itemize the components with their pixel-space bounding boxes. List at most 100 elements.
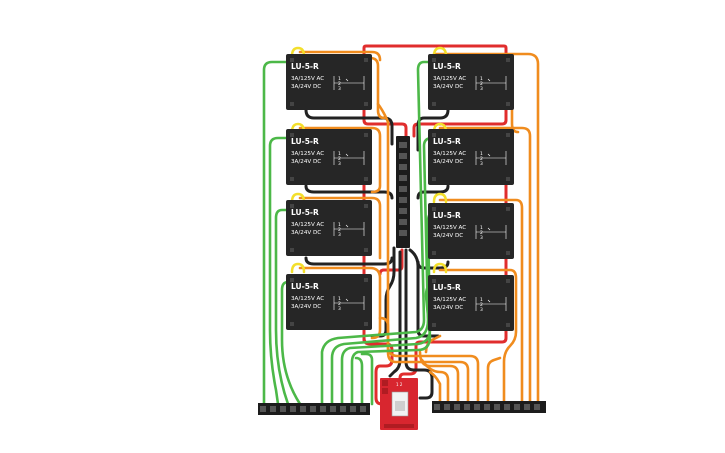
relay-pin-pad xyxy=(506,323,510,327)
relay-spec-ac: 3A/125V AC xyxy=(433,297,466,303)
header-pin xyxy=(280,406,286,412)
relay-title: LU-5-R xyxy=(433,137,461,146)
bottom-left-header xyxy=(258,403,370,415)
relay-pin-pad xyxy=(506,58,510,62)
header-pin xyxy=(260,406,266,412)
bottom-right-header xyxy=(432,401,546,413)
relay-pin-label: 1 xyxy=(480,76,483,82)
relay-pin-label: 2 xyxy=(338,301,341,307)
relay-pin-pad xyxy=(364,278,368,282)
header-pin xyxy=(290,406,296,412)
relay-pin-pad xyxy=(290,248,294,252)
relay-contact-symbol xyxy=(333,151,365,165)
relay-spec-dc: 3A/24V DC xyxy=(291,159,321,165)
orange-wires xyxy=(298,50,540,406)
relay-pin-label: 3 xyxy=(480,235,483,241)
relay-contact-symbol xyxy=(475,297,507,311)
header-pin xyxy=(360,406,366,412)
relay-pin-label: 3 xyxy=(480,161,483,167)
relay-pin-pad xyxy=(432,102,436,106)
relay-pin-label: 1 xyxy=(338,151,341,157)
relay-spec-dc: 3A/24V DC xyxy=(433,84,463,90)
relay-pin-pad xyxy=(506,251,510,255)
power-board: 1 2 xyxy=(380,378,418,430)
relay-pin-label: 3 xyxy=(338,161,341,167)
relay-title: LU-5-R xyxy=(433,211,461,220)
relay-pin-label: 2 xyxy=(480,156,483,162)
relay-pin-pad xyxy=(364,204,368,208)
relay-pin-label: 2 xyxy=(480,81,483,87)
relay-spec-ac: 3A/125V AC xyxy=(433,225,466,231)
relay-pin-label: 2 xyxy=(338,156,341,162)
relay-pin-pad xyxy=(290,102,294,106)
relay-pin-pad xyxy=(290,58,294,62)
relay-contact-symbol xyxy=(475,225,507,239)
relay-title: LU-5-R xyxy=(291,282,319,291)
relay-contact-symbol xyxy=(475,151,507,165)
relay-contact-symbol xyxy=(333,76,365,90)
relay-pin-pad xyxy=(364,248,368,252)
header-pin xyxy=(310,406,316,412)
relay-spec-dc: 3A/24V DC xyxy=(433,159,463,165)
relay-title: LU-5-R xyxy=(291,208,319,217)
relay-title: LU-5-R xyxy=(291,137,319,146)
relay-pin-pad xyxy=(290,177,294,181)
relay-pin-pad xyxy=(290,322,294,326)
relay-pin-pad xyxy=(432,133,436,137)
header-pin xyxy=(524,404,530,410)
header-pin xyxy=(300,406,306,412)
relay-pin-pad xyxy=(506,207,510,211)
relay-pin-label: 1 xyxy=(338,222,341,228)
relay-pin-pad xyxy=(506,177,510,181)
yellow-jumpers xyxy=(290,46,448,274)
relay-pin-label: 2 xyxy=(480,230,483,236)
relay-body xyxy=(286,54,372,110)
relay-title: LU-5-R xyxy=(433,62,461,71)
relay-pin-label: 1 xyxy=(480,297,483,303)
header-pin xyxy=(504,404,510,410)
relay-body xyxy=(428,54,514,110)
header-pin xyxy=(534,404,540,410)
relay-pin-pad xyxy=(432,323,436,327)
header-pin xyxy=(474,404,480,410)
relay-spec-dc: 3A/24V DC xyxy=(291,84,321,90)
relay-pin-label: 3 xyxy=(338,306,341,312)
relay-spec-dc: 3A/24V DC xyxy=(291,304,321,310)
header-pin xyxy=(514,404,520,410)
green-wires xyxy=(262,60,434,406)
relay-spec-ac: 3A/125V AC xyxy=(291,222,324,228)
relay-pin-label: 2 xyxy=(480,302,483,308)
header-pin xyxy=(340,406,346,412)
relay-body xyxy=(428,275,514,331)
relay-title: LU-5-R xyxy=(291,62,319,71)
header-pin xyxy=(434,404,440,410)
relay-spec-ac: 3A/125V AC xyxy=(433,151,466,157)
header-pin xyxy=(494,404,500,410)
relay-pin-pad xyxy=(290,133,294,137)
relay-pin-pad xyxy=(432,251,436,255)
relay-pin-pad xyxy=(432,279,436,283)
relay-pin-pad xyxy=(506,102,510,106)
relay-pin-pad xyxy=(290,278,294,282)
relay-pin-pad xyxy=(364,177,368,181)
relay-pin-pad xyxy=(506,133,510,137)
header-pin xyxy=(454,404,460,410)
relay-pin-label: 3 xyxy=(338,232,341,238)
power-board-label: 1 2 xyxy=(396,382,403,387)
relay-pin-label: 2 xyxy=(338,81,341,87)
relay-contact-symbol xyxy=(475,76,507,90)
relay: LU-5-R 3A/125V AC 3A/24V DC 123 xyxy=(428,54,514,110)
relay-pin-label: 3 xyxy=(480,86,483,92)
relay-spec-ac: 3A/125V AC xyxy=(433,76,466,82)
center-header xyxy=(396,136,410,248)
header-pin xyxy=(484,404,490,410)
relay-pin-pad xyxy=(364,102,368,106)
relay-pin-label: 3 xyxy=(480,307,483,313)
relay-pin-label: 2 xyxy=(338,227,341,233)
